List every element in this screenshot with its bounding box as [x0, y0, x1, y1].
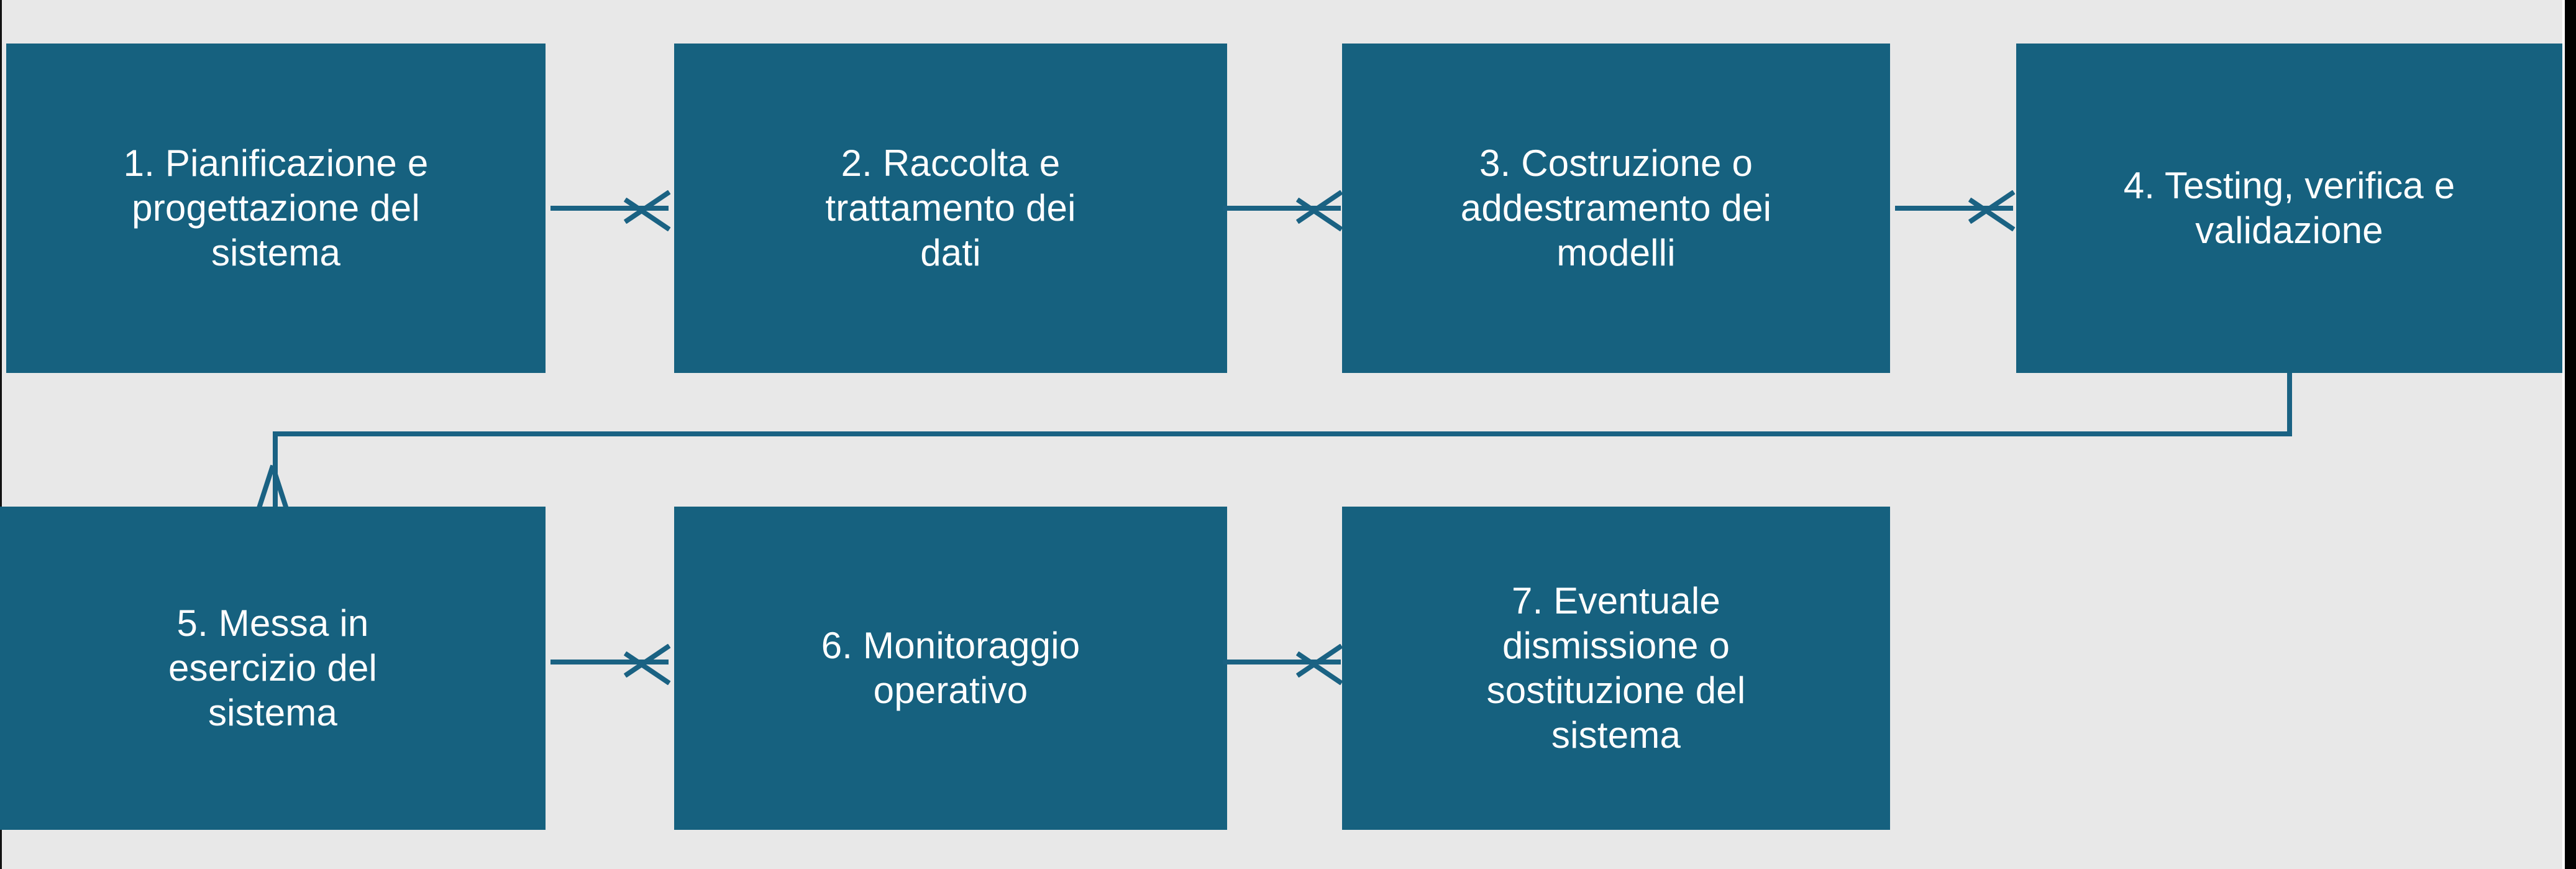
arrow-shaft	[1895, 206, 2013, 211]
node-step-6-label: 6. Monitoraggio operativo	[821, 625, 1080, 711]
arrow-step-1-to-step-2	[550, 171, 669, 246]
elbow-vertical-right-segment	[2287, 373, 2292, 436]
node-step-2-label: 2. Raccolta e trattamento dei dati	[825, 142, 1076, 274]
arrow-step-6-to-step-7	[1223, 625, 1341, 699]
node-step-5[interactable]: 5. Messa in esercizio del sistema	[0, 507, 546, 830]
elbow-horizontal-segment	[273, 431, 2292, 436]
arrow-shaft	[1223, 660, 1341, 664]
slide-left-edge-rule	[0, 0, 2, 869]
slide-right-edge-bar	[2565, 0, 2576, 869]
arrow-step-3-to-step-4	[1895, 171, 2013, 246]
arrow-shaft	[1223, 206, 1341, 211]
arrow-shaft	[550, 206, 669, 211]
node-step-4-label: 4. Testing, verifica e validazione	[2123, 165, 2455, 251]
node-step-6[interactable]: 6. Monitoraggio operativo	[674, 507, 1227, 830]
node-step-7-label: 7. Eventuale dismissione o sostituzione …	[1486, 580, 1746, 756]
arrow-shaft	[550, 660, 669, 664]
arrow-head-right-icon	[624, 640, 669, 684]
node-step-1[interactable]: 1. Pianificazione e progettazione del si…	[6, 44, 546, 373]
node-step-1-label: 1. Pianificazione e progettazione del si…	[123, 142, 429, 274]
arrow-head-right-icon	[1296, 640, 1341, 684]
arrow-head-right-icon	[1968, 186, 2013, 231]
node-step-4[interactable]: 4. Testing, verifica e validazione	[2016, 44, 2562, 373]
node-step-5-label: 5. Messa in esercizio del sistema	[168, 602, 378, 733]
arrow-step-5-to-step-6	[550, 625, 669, 699]
arrow-step-2-to-step-3	[1223, 171, 1341, 246]
arrow-head-right-icon	[624, 186, 669, 231]
node-step-7[interactable]: 7. Eventuale dismissione o sostituzione …	[1342, 507, 1890, 830]
slide-right-clip-gap	[2562, 0, 2565, 869]
node-step-2[interactable]: 2. Raccolta e trattamento dei dati	[674, 44, 1227, 373]
node-step-3-label: 3. Costruzione o addestramento dei model…	[1460, 142, 1772, 274]
node-step-3[interactable]: 3. Costruzione o addestramento dei model…	[1342, 44, 1890, 373]
arrow-head-right-icon	[1296, 186, 1341, 231]
